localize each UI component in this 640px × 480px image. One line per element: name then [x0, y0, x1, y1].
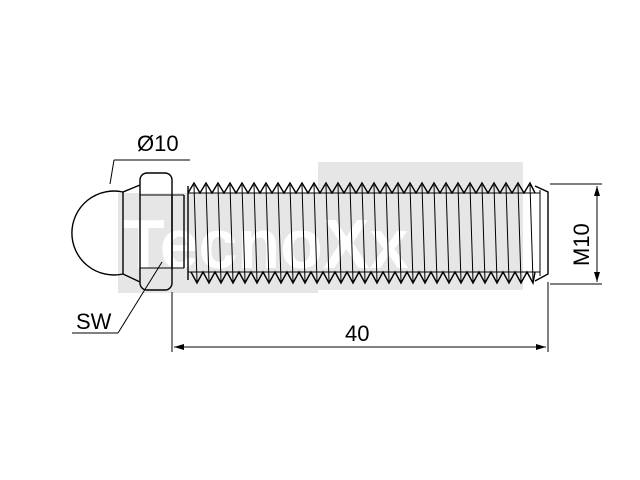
- thread-flank-16: [385, 184, 390, 282]
- watermark-text: TecnoXx: [122, 205, 409, 283]
- thread-crest-top: [187, 181, 536, 195]
- wrench-size-callout: SW: [72, 261, 163, 334]
- thread-flank-4: [241, 184, 246, 282]
- threaded-shank: [187, 181, 549, 286]
- length-label: 40: [345, 321, 369, 346]
- wrench-size-label: SW: [76, 309, 112, 334]
- hex-nut: [139, 172, 185, 291]
- thread-flank-5: [253, 184, 258, 282]
- thread-label: M10: [569, 223, 594, 266]
- thread-flank-6: [265, 184, 270, 282]
- thread-flank-7: [277, 184, 282, 282]
- thread-flank-18: [409, 184, 414, 282]
- thread-flank-9: [301, 184, 306, 282]
- neck: [122, 184, 141, 283]
- thread-crest-bottom: [190, 270, 536, 286]
- thread-flank-8: [289, 184, 294, 282]
- thread-flank-22: [457, 184, 462, 282]
- thread-flank-17: [397, 184, 402, 282]
- thread-flank-2: [217, 184, 222, 282]
- thread-flank-14: [361, 184, 366, 282]
- length-dimension: 40: [171, 282, 549, 352]
- thread-flank-19: [421, 184, 426, 282]
- thread-end-chamfer: [534, 185, 549, 282]
- thread-flank-12: [337, 184, 342, 282]
- watermark: TecnoXx: [118, 162, 523, 293]
- ball-outline: [71, 190, 124, 276]
- thread-flank-0: [193, 184, 198, 282]
- thread-flank-13: [349, 184, 354, 282]
- thread-flank-1: [205, 184, 210, 282]
- thread-flank-23: [469, 184, 474, 282]
- thread-flank-24: [481, 184, 486, 282]
- thread-flank-10: [313, 184, 318, 282]
- thread-flank-20: [433, 184, 438, 282]
- diameter-callout: Ø10: [109, 131, 190, 185]
- thread-flank-3: [229, 184, 234, 282]
- ball-head: [71, 190, 124, 276]
- thread-flank-11: [325, 184, 330, 282]
- thread-flanks: [193, 184, 534, 282]
- thread-flank-21: [445, 184, 450, 282]
- thread-dimension: M10: [550, 183, 602, 285]
- thread-flank-26: [505, 184, 510, 282]
- thread-flank-25: [493, 184, 498, 282]
- thread-flank-28: [529, 184, 534, 282]
- thread-flank-15: [373, 184, 378, 282]
- thread-flank-27: [517, 184, 522, 282]
- diameter-label: Ø10: [137, 131, 179, 156]
